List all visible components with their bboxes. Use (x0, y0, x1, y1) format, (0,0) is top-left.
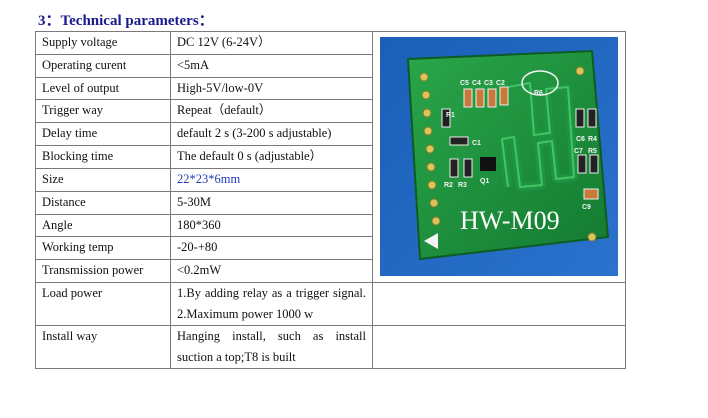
param-value: 5-30M (170, 190, 373, 215)
table-row: Working temp -20-+80 (35, 236, 626, 261)
silkscreen-label: R1 (446, 112, 455, 119)
table-row: Distance 5-30M (35, 190, 626, 215)
param-label: Level of output (35, 76, 171, 101)
param-value: 180*360 (170, 213, 373, 238)
silkscreen-label: C9 (582, 204, 591, 211)
table-row: Angle 180*360 (35, 213, 626, 238)
param-label: Trigger way (35, 99, 171, 124)
param-value: default 2 s (3-200 s adjustable) (170, 122, 373, 147)
product-photo: C5 C4 C3 C2 R6 R1 C1 C6 R4 C7 R5 R2 R3 Q… (373, 32, 625, 282)
param-value: -20-+80 (170, 236, 373, 261)
table-row: Size 22*23*6mm (35, 167, 626, 192)
param-label: Supply voltage (35, 31, 171, 55)
param-value: 1.By adding relay as a trigger signal. 2… (170, 282, 373, 326)
param-label: Blocking time (35, 145, 171, 169)
param-label: Angle (35, 213, 171, 238)
param-label: Operating curent (35, 53, 171, 78)
param-label: Install way (35, 325, 171, 369)
silkscreen-label: R4 (588, 136, 597, 143)
silkscreen-label: C5 (460, 80, 469, 87)
table-row: Load power 1.By adding relay as a trigge… (35, 282, 626, 326)
param-label: Size (35, 167, 171, 192)
table-row: Delay time default 2 s (3-200 s adjustab… (35, 122, 626, 147)
table-row: Blocking time The default 0 s (adjustabl… (35, 145, 626, 169)
param-label: Distance (35, 190, 171, 215)
param-label: Transmission power (35, 259, 171, 283)
photo-cell: C5 C4 C3 C2 R6 R1 C1 C6 R4 C7 R5 R2 R3 Q… (372, 31, 626, 283)
param-label: Working temp (35, 236, 171, 261)
param-value: The default 0 s (adjustable） (170, 145, 373, 169)
empty-cell (372, 282, 626, 326)
param-value: Hanging install, such as install suction… (170, 325, 373, 369)
silkscreen-label: R3 (458, 182, 467, 189)
silkscreen-label: C4 (472, 80, 481, 87)
technical-parameters-table: Supply voltage DC 12V (6-24V） (35, 31, 626, 369)
table-row: Install way Hanging install, such as ins… (35, 325, 626, 369)
silkscreen-label: R5 (588, 148, 597, 155)
silkscreen-label: C6 (576, 136, 585, 143)
param-value: Repeat（default） (170, 99, 373, 124)
section-heading: 3：Technical parameters： (38, 13, 214, 29)
param-value: <0.2mW (170, 259, 373, 283)
silkscreen-label: C7 (574, 148, 583, 155)
board-label: HW-M09 (460, 206, 560, 235)
silkscreen-label: Q1 (480, 178, 489, 185)
param-value: 22*23*6mm (170, 167, 373, 192)
silkscreen-label: R2 (444, 182, 453, 189)
table-row: Trigger way Repeat（default） (35, 99, 626, 124)
table-row: Supply voltage DC 12V (6-24V） (35, 31, 626, 283)
silkscreen-label: R6 (534, 90, 543, 97)
silkscreen-label: C2 (496, 80, 505, 87)
radar-board-image: C5 C4 C3 C2 R6 R1 C1 C6 R4 C7 R5 R2 R3 Q… (380, 37, 618, 276)
param-value: DC 12V (6-24V） (170, 31, 373, 55)
silkscreen-label: C1 (472, 140, 481, 147)
param-label: Load power (35, 282, 171, 326)
silkscreen-label: C3 (484, 80, 493, 87)
param-value: <5mA (170, 53, 373, 78)
empty-cell (372, 325, 626, 369)
param-value: High-5V/low-0V (170, 76, 373, 101)
param-label: Delay time (35, 122, 171, 147)
